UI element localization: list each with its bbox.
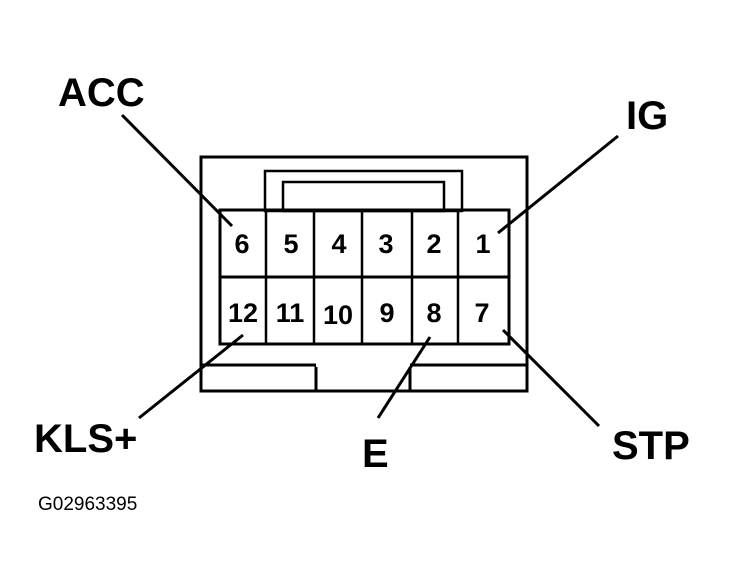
- pin-5: 5: [283, 229, 298, 259]
- label-kls: KLS+: [34, 417, 137, 461]
- label-e: E: [362, 432, 389, 476]
- label-ig: IG: [626, 94, 668, 138]
- pin-12: 12: [228, 298, 258, 328]
- pin-row-bottom: 12 11 10 9 8 7: [228, 298, 490, 330]
- pin-10: 10: [323, 300, 353, 330]
- pin-3: 3: [378, 229, 393, 259]
- leader-kls: [138, 333, 244, 420]
- pin-9: 9: [379, 298, 394, 328]
- pin-11: 11: [276, 298, 305, 328]
- pin-7: 7: [474, 298, 489, 328]
- signal-labels: ACC IG KLS+ E STP: [34, 71, 690, 476]
- leader-lines: [120, 113, 619, 428]
- leader-ig: [497, 134, 619, 235]
- connector-latch-outer: [263, 169, 464, 213]
- leader-e: [376, 336, 432, 419]
- leader-stp: [501, 328, 601, 428]
- connector-outer-shell: [199, 155, 529, 393]
- label-stp: STP: [612, 424, 690, 468]
- pin-4: 4: [331, 229, 346, 259]
- label-acc: ACC: [58, 71, 145, 115]
- connector-latch-inner: [281, 180, 446, 213]
- connector-key-right: [408, 363, 529, 393]
- leader-acc: [120, 113, 234, 228]
- connector-key-left: [199, 363, 318, 393]
- pin-8: 8: [426, 298, 441, 328]
- pin-2: 2: [426, 229, 441, 259]
- pin-6: 6: [234, 229, 249, 259]
- pin-1: 1: [475, 229, 490, 259]
- pin-row-top: 6 5 4 3 2 1: [234, 229, 490, 259]
- connector-body: [199, 155, 529, 393]
- figure-id: G02963395: [38, 494, 137, 515]
